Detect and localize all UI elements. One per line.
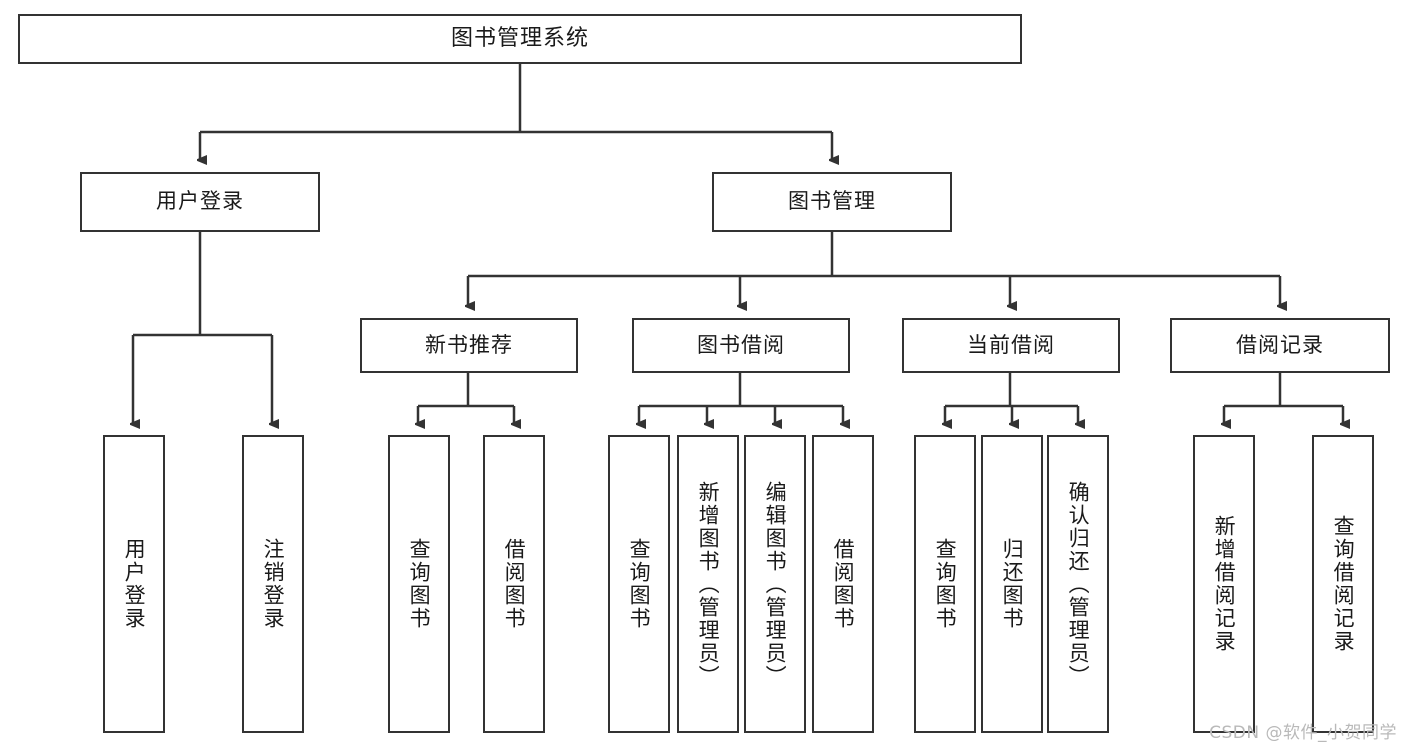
leaf-current-borrow-query[interactable]: 查询图书	[914, 435, 976, 733]
leaf-book-borrow-borrow[interactable]: 借阅图书	[812, 435, 874, 733]
leaf-borrow-record-add[interactable]: 新增借阅记录	[1193, 435, 1255, 733]
node-label: 注销登录	[261, 538, 286, 630]
node-label: 借阅记录	[1236, 332, 1324, 357]
leaf-user-login-logout[interactable]: 注销登录	[242, 435, 304, 733]
watermark: CSDN @软件_小贺同学	[1209, 723, 1397, 743]
node-label: 查询图书	[933, 538, 958, 630]
leaf-user-login-login[interactable]: 用户登录	[103, 435, 165, 733]
node-label: 借阅图书	[502, 538, 527, 630]
node-label: 新增图书（管理员）	[696, 480, 721, 688]
leaf-new-book-borrow[interactable]: 借阅图书	[483, 435, 545, 733]
node-label: 图书借阅	[697, 332, 785, 357]
node-label: 查询图书	[627, 538, 652, 630]
node-current-borrow[interactable]: 当前借阅	[902, 318, 1120, 373]
node-book-management[interactable]: 图书管理	[712, 172, 952, 232]
node-label: 图书管理系统	[450, 25, 589, 51]
leaf-book-borrow-add[interactable]: 新增图书（管理员）	[677, 435, 739, 733]
leaf-book-borrow-query[interactable]: 查询图书	[608, 435, 670, 733]
node-book-borrow[interactable]: 图书借阅	[632, 318, 850, 373]
node-label: 图书管理	[788, 189, 876, 214]
node-label: 编辑图书（管理员）	[763, 480, 788, 688]
node-label: 用户登录	[122, 538, 147, 630]
node-label: 归还图书	[1000, 538, 1025, 630]
node-label: 新书推荐	[425, 332, 513, 357]
node-label: 查询借阅记录	[1331, 515, 1356, 653]
leaf-current-borrow-return[interactable]: 归还图书	[981, 435, 1043, 733]
node-user-login[interactable]: 用户登录	[80, 172, 320, 232]
leaf-book-borrow-edit[interactable]: 编辑图书（管理员）	[744, 435, 806, 733]
node-new-book-recommend[interactable]: 新书推荐	[360, 318, 578, 373]
leaf-current-borrow-confirm-return[interactable]: 确认归还（管理员）	[1047, 435, 1109, 733]
node-label: 借阅图书	[831, 538, 856, 630]
node-label: 查询图书	[407, 538, 432, 630]
node-borrow-record[interactable]: 借阅记录	[1170, 318, 1390, 373]
node-root-book-management-system[interactable]: 图书管理系统	[18, 14, 1022, 64]
node-label: 新增借阅记录	[1212, 515, 1237, 653]
leaf-borrow-record-query[interactable]: 查询借阅记录	[1312, 435, 1374, 733]
leaf-new-book-query[interactable]: 查询图书	[388, 435, 450, 733]
node-label: 确认归还（管理员）	[1066, 480, 1091, 688]
node-label: 当前借阅	[967, 332, 1055, 357]
node-label: 用户登录	[156, 189, 244, 214]
